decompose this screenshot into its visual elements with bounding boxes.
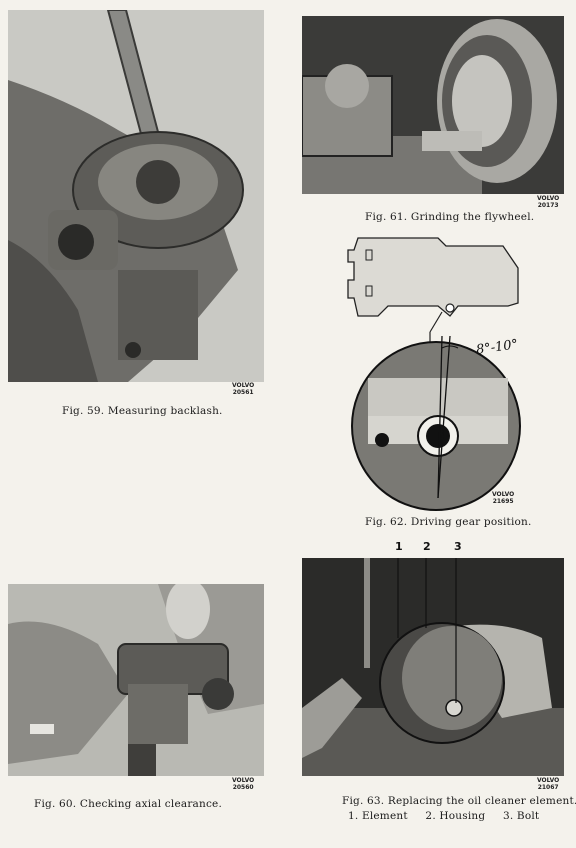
fig59-photo [8, 10, 264, 382]
fig63-code: VOLVO 21067 [537, 777, 560, 791]
fig59-code: VOLVO 20561 [232, 382, 255, 396]
fig63-callout-3: 3 [454, 540, 462, 553]
fig60-photo [8, 584, 264, 776]
fig60-caption: Fig. 60. Checking axial clearance. [34, 798, 222, 810]
fig63-callout-1: 1 [395, 540, 403, 553]
fig61-photo [302, 16, 564, 194]
fig63-callout-2: 2 [423, 540, 431, 553]
fig62-code: VOLVO 21695 [492, 491, 515, 505]
fig61-caption: Fig. 61. Grinding the flywheel. [365, 211, 535, 223]
fig63-caption: Fig. 63. Replacing the oil cleaner eleme… [342, 795, 576, 807]
fig60-code: VOLVO 20560 [232, 777, 255, 791]
fig63-legend: 1. Element 2. Housing 3. Bolt [348, 810, 540, 822]
fig62-diagram [338, 228, 560, 516]
fig59-caption: Fig. 59. Measuring backlash. [62, 405, 223, 417]
fig62-caption: Fig. 62. Driving gear position. [365, 516, 532, 528]
fig61-code: VOLVO 20173 [537, 195, 560, 209]
fig63-photo [302, 558, 564, 776]
